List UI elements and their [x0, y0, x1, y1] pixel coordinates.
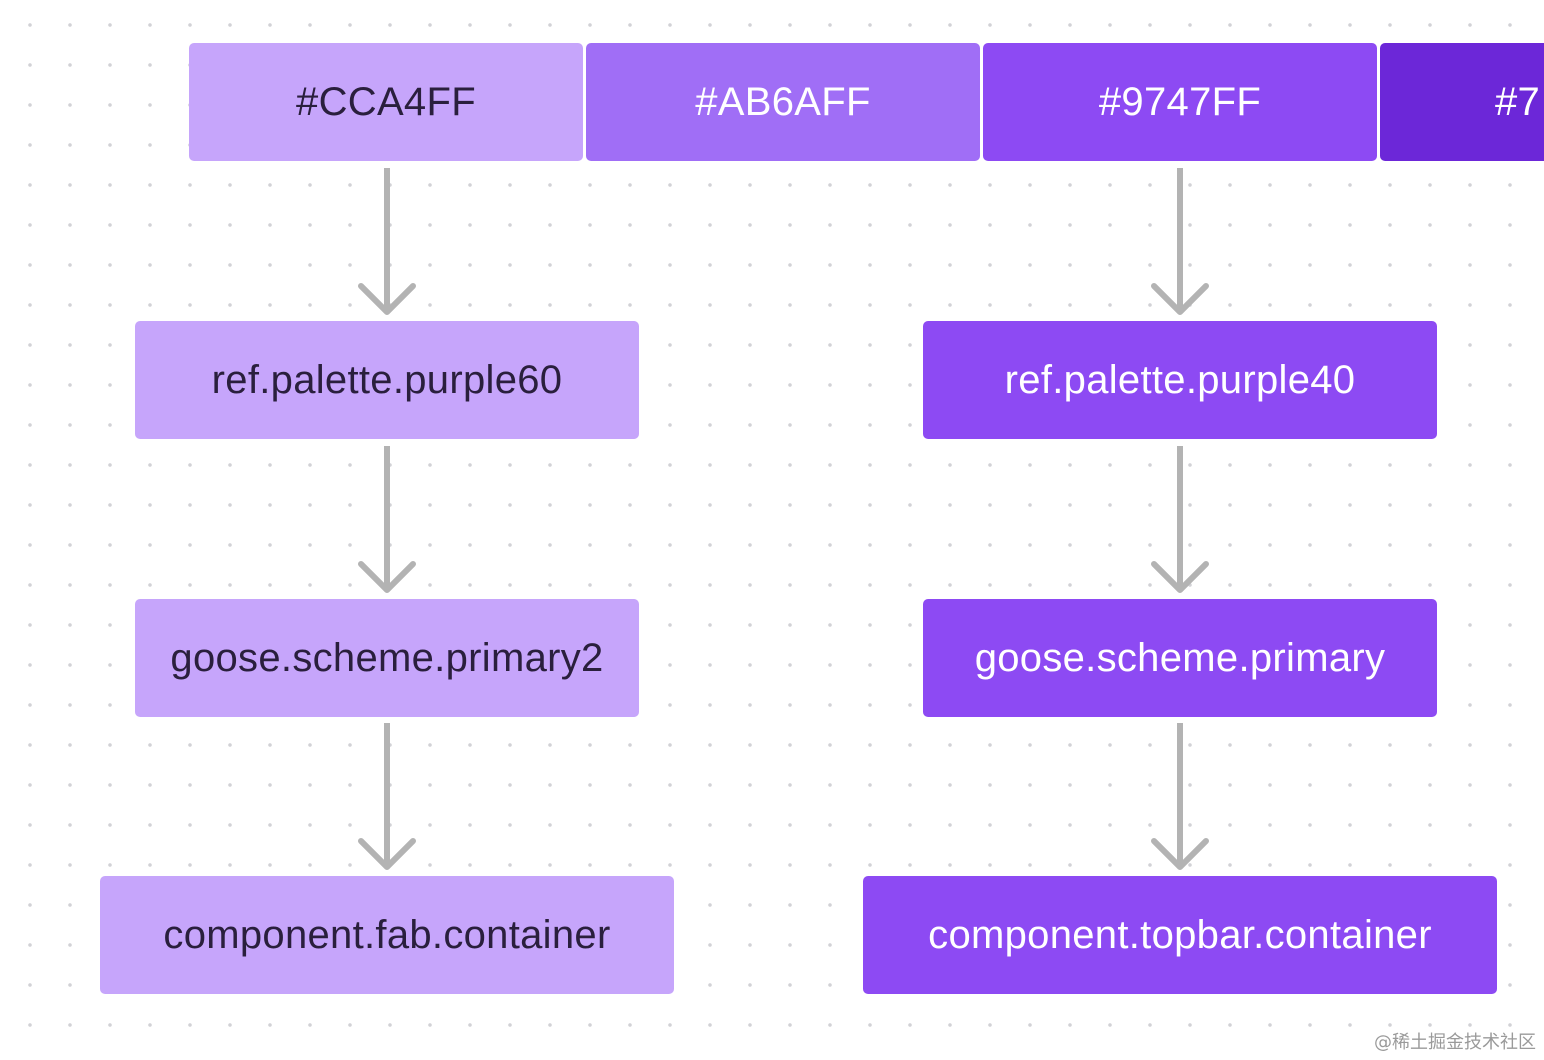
watermark: @稀土掘金技术社区: [1374, 1032, 1536, 1053]
node-goose-scheme-primary2: goose.scheme.primary2: [135, 599, 639, 717]
node-label: component.fab.container: [163, 912, 611, 957]
node-ref-palette-purple40: ref.palette.purple40: [923, 321, 1437, 439]
node-label: goose.scheme.primary: [974, 635, 1386, 680]
color-swatch-ab6aff: #AB6AFF: [586, 43, 980, 161]
arrow-down-icon: [357, 723, 417, 871]
node-label: ref.palette.purple40: [1004, 357, 1356, 402]
arrow-down-icon: [1150, 723, 1210, 871]
node-label: ref.palette.purple60: [211, 357, 563, 402]
color-swatch-cca4ff: #CCA4FF: [189, 43, 583, 161]
node-component-fab-container: component.fab.container: [100, 876, 674, 994]
node-ref-palette-purple60: ref.palette.purple60: [135, 321, 639, 439]
node-goose-scheme-primary: goose.scheme.primary: [923, 599, 1437, 717]
arrow-down-icon: [357, 168, 417, 316]
node-label: component.topbar.container: [928, 912, 1432, 957]
swatch-label: #9747FF: [1098, 79, 1262, 124]
swatch-label: #CCA4FF: [296, 79, 476, 124]
arrow-down-icon: [357, 446, 417, 594]
color-swatch-partial: #7: [1380, 43, 1544, 161]
node-label: goose.scheme.primary2: [170, 635, 604, 680]
node-component-topbar-container: component.topbar.container: [863, 876, 1497, 994]
arrow-down-icon: [1150, 446, 1210, 594]
arrow-down-icon: [1150, 168, 1210, 316]
swatch-label: #AB6AFF: [695, 79, 871, 124]
color-swatch-9747ff: #9747FF: [983, 43, 1377, 161]
swatch-label: #7: [1495, 79, 1541, 124]
